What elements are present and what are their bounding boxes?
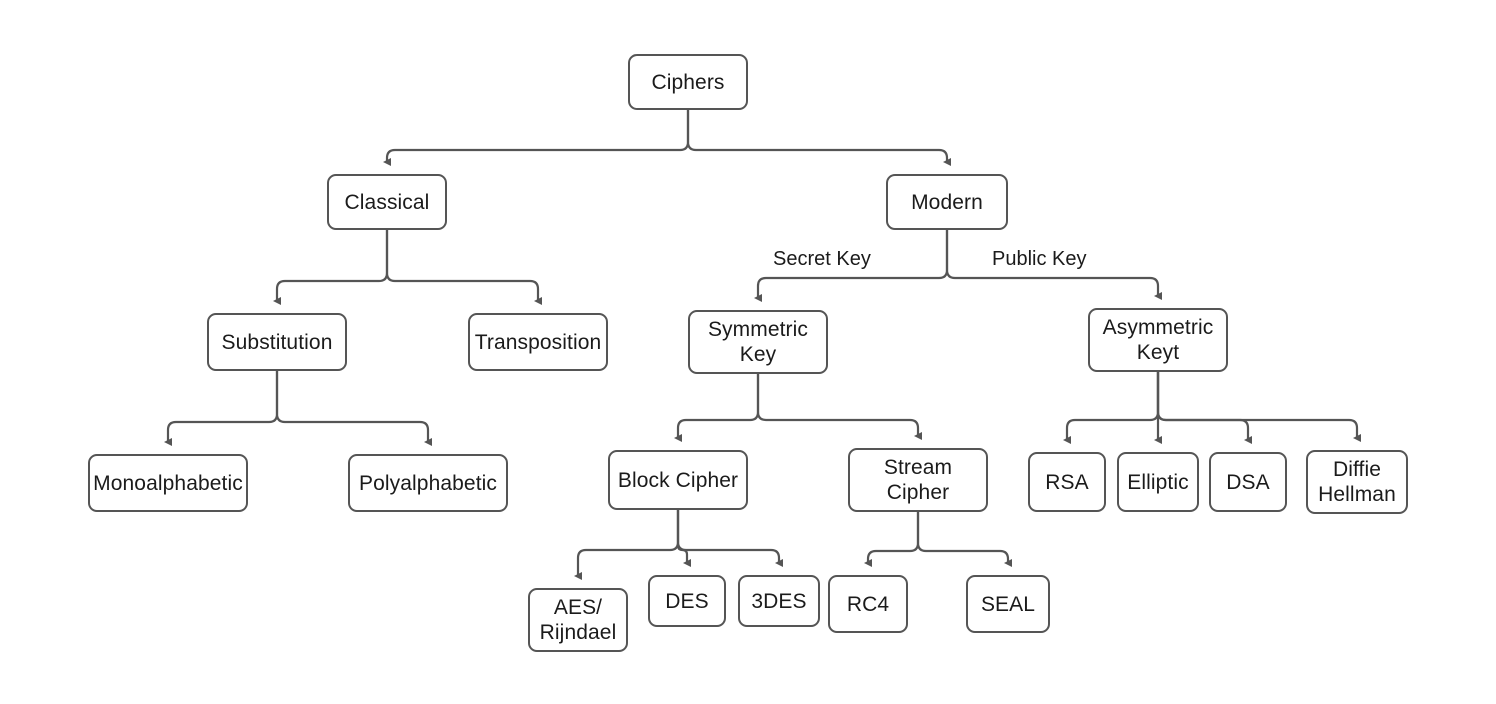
node-substitution[interactable]: Substitution bbox=[207, 313, 347, 371]
edge-label-secret-key: Secret Key bbox=[773, 248, 871, 270]
node-seal[interactable]: SEAL bbox=[966, 575, 1050, 633]
node-modern[interactable]: Modern bbox=[886, 174, 1008, 230]
edge-symmetric-to-block-cipher bbox=[674, 372, 760, 442]
node-des[interactable]: DES bbox=[648, 575, 726, 627]
edge-symmetric-to-stream-cipher bbox=[756, 372, 922, 440]
edge-ciphers-to-modern bbox=[686, 108, 951, 166]
node-monoalphabetic[interactable]: Monoalphabetic bbox=[88, 454, 248, 512]
edge-block-cipher-to-3des bbox=[676, 508, 783, 567]
node-elliptic[interactable]: Elliptic bbox=[1117, 452, 1199, 512]
node-classical[interactable]: Classical bbox=[327, 174, 447, 230]
edge-block-cipher-to-des bbox=[676, 508, 691, 567]
node-rc4[interactable]: RC4 bbox=[828, 575, 908, 633]
edge-asymmetric-to-rsa bbox=[1063, 370, 1160, 444]
edge-classical-to-transposition bbox=[385, 228, 542, 305]
edge-ciphers-to-classical bbox=[383, 108, 690, 166]
edge-stream-cipher-to-seal bbox=[916, 510, 1012, 567]
edge-substitution-to-monoalphabetic bbox=[164, 369, 279, 446]
node-dsa[interactable]: DSA bbox=[1209, 452, 1287, 512]
edge-asymmetric-to-dsa bbox=[1156, 370, 1252, 444]
edge-asymmetric-to-diffie-hellman bbox=[1156, 370, 1361, 442]
node-symmetric[interactable]: Symmetric Key bbox=[688, 310, 828, 374]
node-block-cipher[interactable]: Block Cipher bbox=[608, 450, 748, 510]
node-3des[interactable]: 3DES bbox=[738, 575, 820, 627]
node-rsa[interactable]: RSA bbox=[1028, 452, 1106, 512]
node-transposition[interactable]: Transposition bbox=[468, 313, 608, 371]
node-stream-cipher[interactable]: Stream Cipher bbox=[848, 448, 988, 512]
node-aes-rijndael[interactable]: AES/ Rijndael bbox=[528, 588, 628, 652]
node-asymmetric[interactable]: Asymmetric Keyt bbox=[1088, 308, 1228, 372]
edge-stream-cipher-to-rc4 bbox=[864, 510, 920, 567]
node-polyalphabetic[interactable]: Polyalphabetic bbox=[348, 454, 508, 512]
edge-classical-to-substitution bbox=[273, 228, 389, 305]
edge-block-cipher-to-aes-rijndael bbox=[574, 508, 680, 580]
edge-label-public-key: Public Key bbox=[992, 248, 1087, 270]
node-ciphers[interactable]: Ciphers bbox=[628, 54, 748, 110]
edge-substitution-to-polyalphabetic bbox=[275, 369, 432, 446]
node-diffie-hellman[interactable]: Diffie Hellman bbox=[1306, 450, 1408, 514]
